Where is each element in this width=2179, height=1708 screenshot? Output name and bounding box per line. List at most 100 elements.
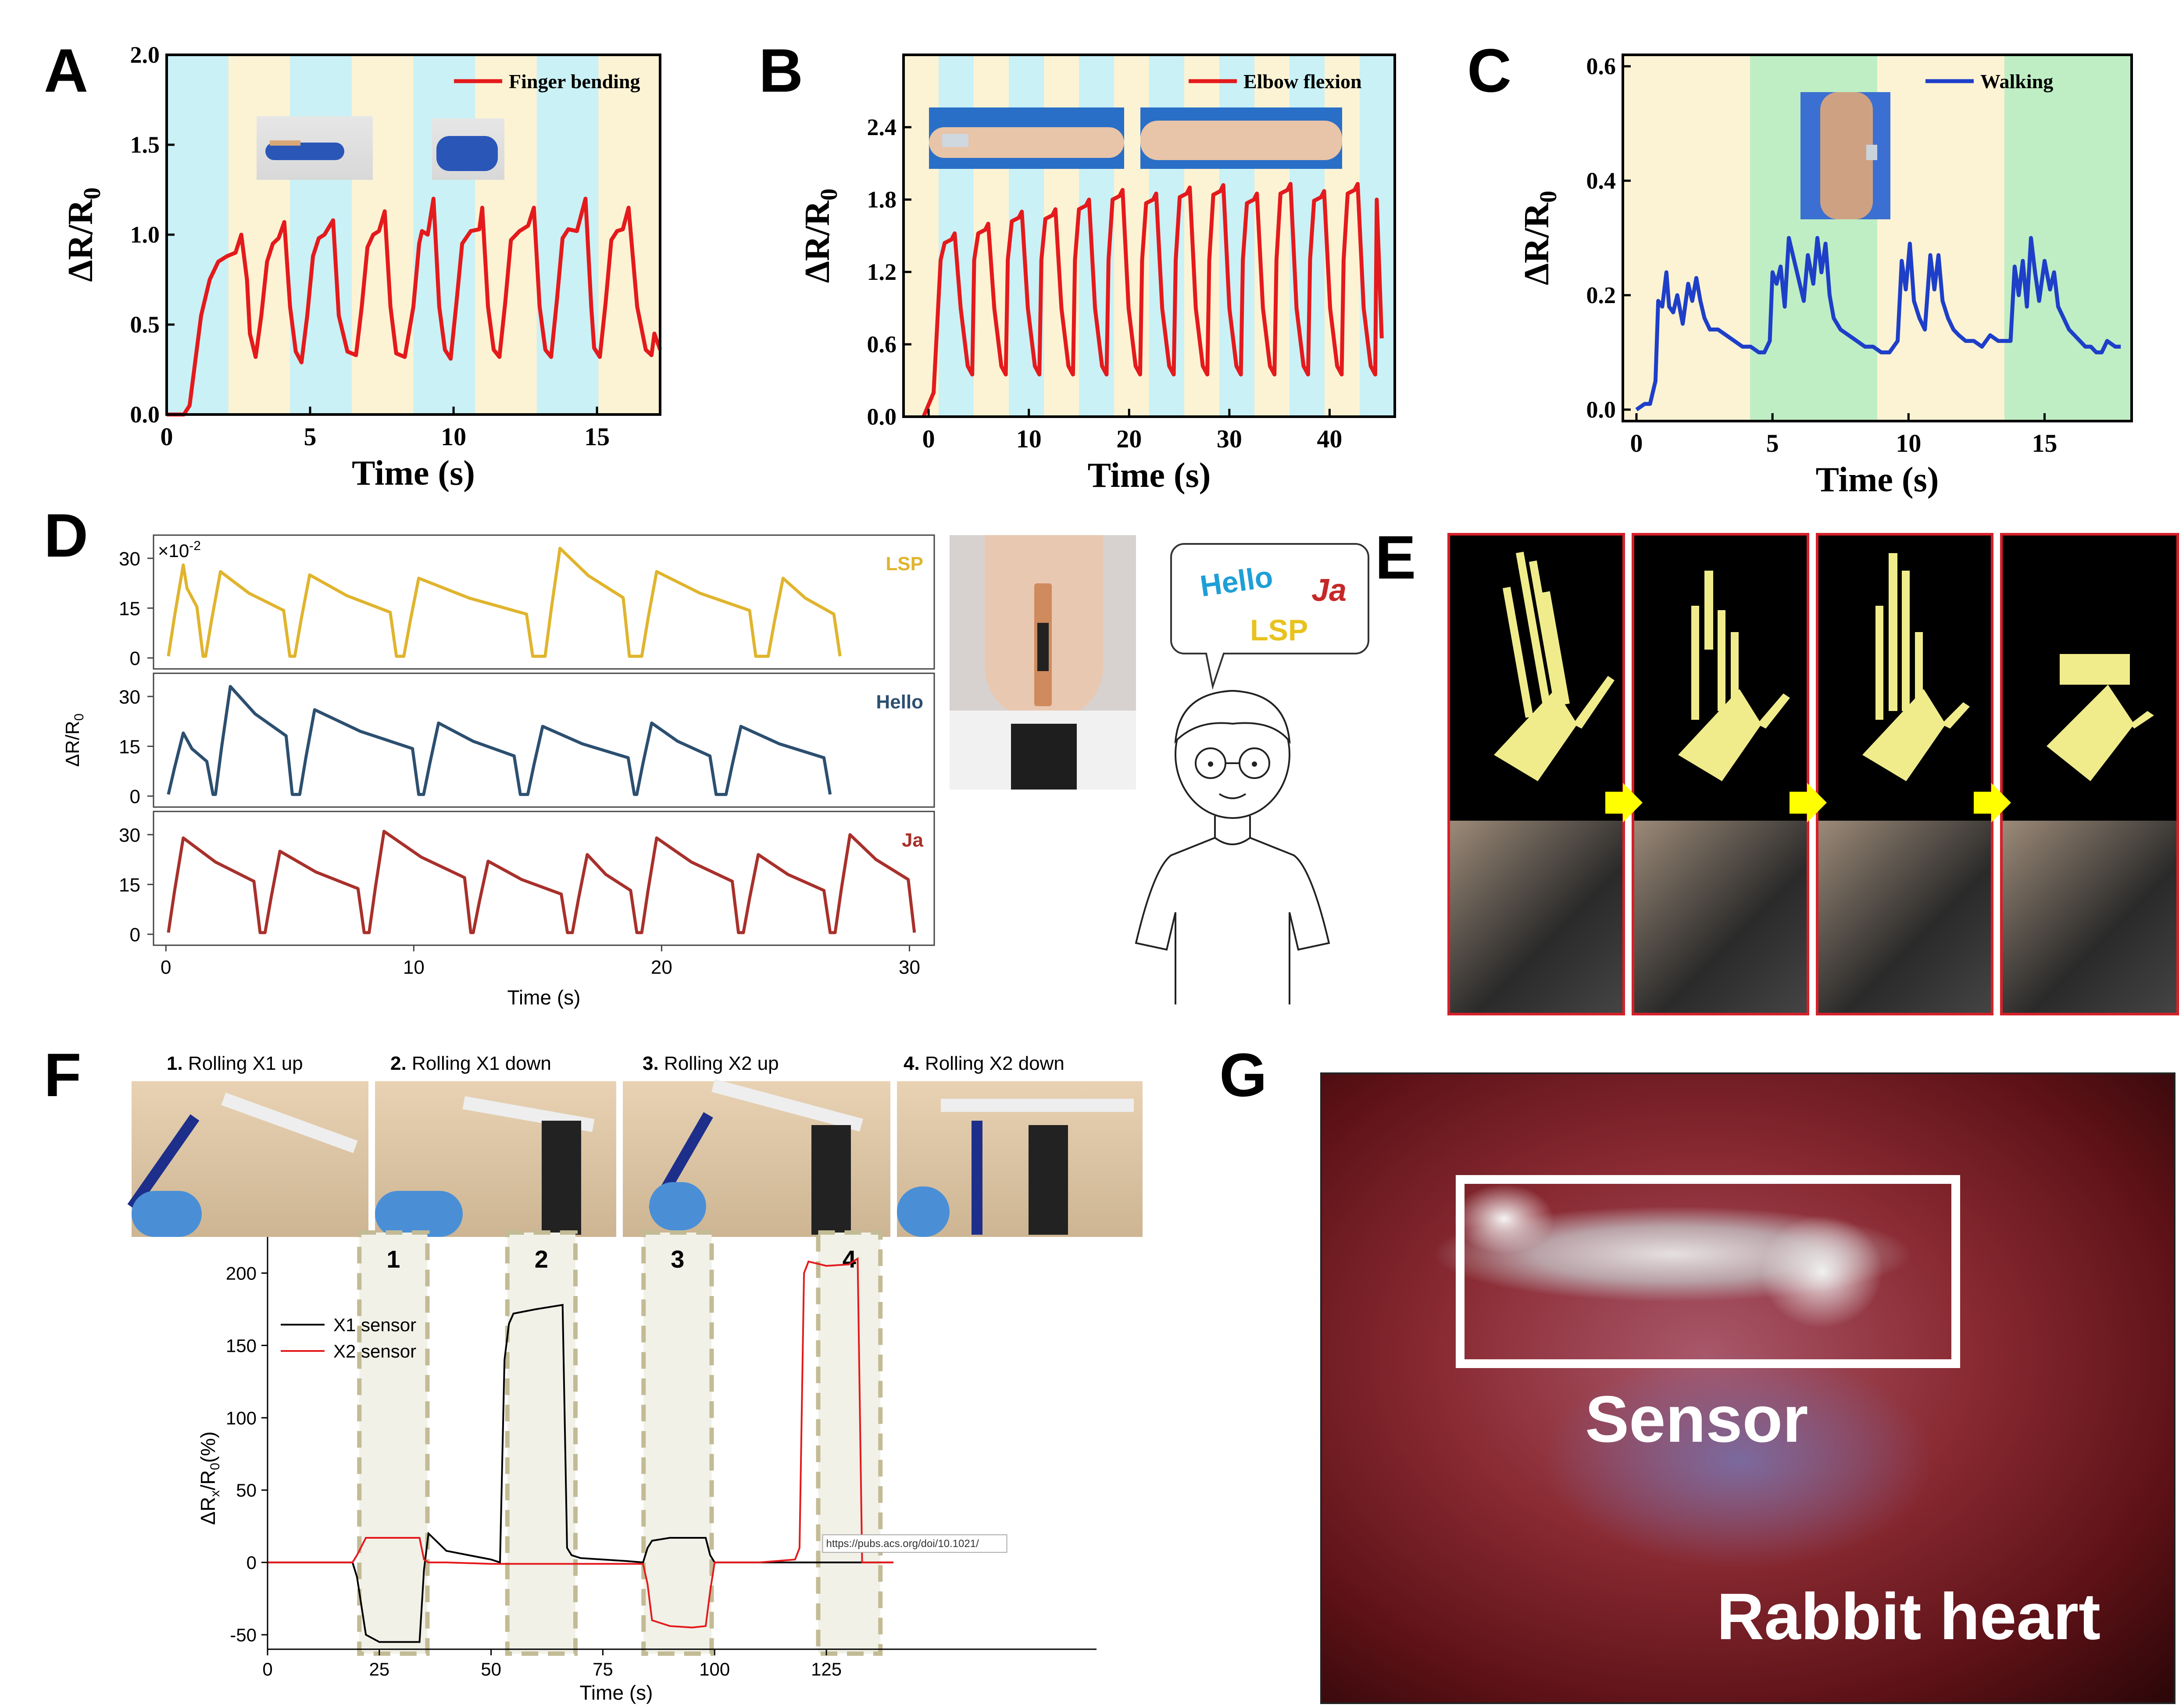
series-label: LSP (886, 553, 923, 575)
panel-label-d: D (44, 501, 89, 570)
elbow-photo-2 (1140, 107, 1342, 169)
x-tick-label: 30 (899, 957, 920, 978)
background-band (1877, 55, 2005, 421)
series-label: Ja (902, 829, 923, 851)
speaker-cartoon: Hello Ja LSP (1135, 543, 1369, 1004)
y-tick-label: 150 (226, 1335, 257, 1356)
panel-label-f: F (44, 1040, 82, 1109)
region-number: 3 (671, 1245, 684, 1273)
y-tick-label: 30 (119, 686, 140, 708)
plot-frame (153, 811, 935, 946)
x-tick-label: 30 (1217, 425, 1242, 453)
x-tick-label: 0 (922, 425, 935, 453)
x-tick-label: 10 (403, 957, 425, 978)
x-tick-label: 10 (441, 422, 466, 451)
rolling-photo-1 (127, 1081, 368, 1237)
legend-label: Walking (1980, 70, 2053, 93)
x-tick-label: 125 (811, 1659, 842, 1679)
x-tick-label: 0 (1630, 429, 1643, 457)
plot-frame (153, 672, 935, 808)
x-tick-label: 0 (262, 1659, 272, 1679)
y-tick-label: 100 (226, 1408, 257, 1428)
y-axis-title: ΔR/R0 (798, 189, 842, 283)
series-line (167, 685, 832, 796)
series-line (922, 182, 1384, 418)
background-band (2004, 55, 2132, 421)
series-line (268, 1257, 893, 1629)
background-band (413, 55, 475, 414)
plot-frame (902, 54, 1396, 418)
y-axis-title: ΔR/R0 (61, 187, 105, 282)
x-tick-label: 5 (1766, 429, 1779, 457)
y-tick-label: 0 (130, 924, 140, 946)
rabbit-heart-photo: Sensor Rabbit heart (1320, 1072, 2175, 1704)
y-tick-label: 15 (119, 874, 140, 896)
panel-label-e: E (1375, 523, 1416, 592)
hand-frame-2 (1632, 533, 1809, 1015)
x-tick-label: 15 (584, 422, 610, 451)
background-band (167, 55, 229, 414)
y-tick-label: 0 (130, 648, 140, 669)
x-axis-title: Time (s) (580, 1681, 653, 1704)
arrow-icon (1605, 783, 1643, 822)
legend-label: X1 sensor (333, 1315, 416, 1335)
x-tick-label: 40 (1317, 425, 1342, 453)
x-axis-title: Time (s) (507, 986, 581, 1009)
legend-label: X2 sensor (333, 1341, 416, 1361)
series-line (167, 197, 662, 417)
y-tick-label: 0.5 (130, 311, 160, 338)
y-tick-label: 2.0 (130, 42, 160, 68)
x-tick-label: 0 (161, 422, 173, 451)
finger-bending-photo-1 (257, 116, 373, 180)
speech-lsp: LSP (1250, 614, 1308, 647)
y-tick-label: 0.0 (1586, 397, 1616, 423)
plot-frame (1622, 54, 2133, 422)
y-tick-label: 15 (119, 598, 140, 619)
sensor-label: Sensor (1585, 1382, 1808, 1456)
series-line (1635, 236, 2121, 411)
y-tick-label: 0.2 (1586, 282, 1616, 308)
y-axis-title: ΔR/R0 (62, 714, 86, 767)
arrow-icon (1974, 783, 2011, 822)
y-tick-label: 0.0 (867, 404, 897, 430)
y-tick-label: 0.6 (1586, 53, 1616, 79)
neck-photo (950, 535, 1136, 790)
series-label: Hello (876, 691, 923, 713)
x-axis-title: Time (s) (1816, 461, 1939, 499)
x-tick-label: 5 (304, 422, 317, 451)
photo-caption-4: 4. Rolling X2 down (904, 1053, 1064, 1074)
y-tick-label: 0 (246, 1552, 257, 1573)
rolling-photo-4 (897, 1081, 1143, 1237)
x-tick-label: 10 (1896, 429, 1921, 457)
x-tick-label: 0 (161, 957, 171, 978)
panel-label-a: A (44, 36, 89, 105)
shaded-region (505, 1230, 578, 1656)
shaded-region (357, 1230, 430, 1656)
hand-frame-1 (1447, 533, 1625, 1015)
y-tick-label: 1.2 (867, 259, 897, 285)
y-tick-label: 1.8 (867, 186, 897, 213)
y-tick-label: 200 (226, 1263, 257, 1283)
y-tick-label: 30 (119, 825, 140, 846)
x-tick-label: 10 (1016, 425, 1042, 453)
x-axis-title: Time (s) (1088, 456, 1211, 495)
y-tick-label: 0 (130, 786, 140, 808)
region-number: 1 (386, 1245, 400, 1273)
speech-ja: Ja (1311, 573, 1347, 608)
url-overlay: https://pubs.acs.org/doi/10.1021/ (826, 1538, 979, 1550)
y-tick-label: 0.6 (867, 331, 897, 357)
y-tick-label: 0.4 (1586, 168, 1616, 194)
hand-frame-3 (1816, 533, 1993, 1015)
series-line (167, 829, 916, 934)
y-tick-label: 15 (119, 736, 140, 758)
x-tick-label: 15 (2032, 429, 2057, 457)
x-tick-label: 20 (651, 957, 672, 978)
y-tick-label: 2.4 (867, 114, 897, 140)
y-tick-label: 1.0 (130, 222, 160, 248)
x-axis-title: Time (s) (352, 454, 475, 493)
arrow-icon (1790, 783, 1827, 822)
knee-photo (1800, 92, 1890, 219)
region-number: 2 (535, 1245, 548, 1273)
